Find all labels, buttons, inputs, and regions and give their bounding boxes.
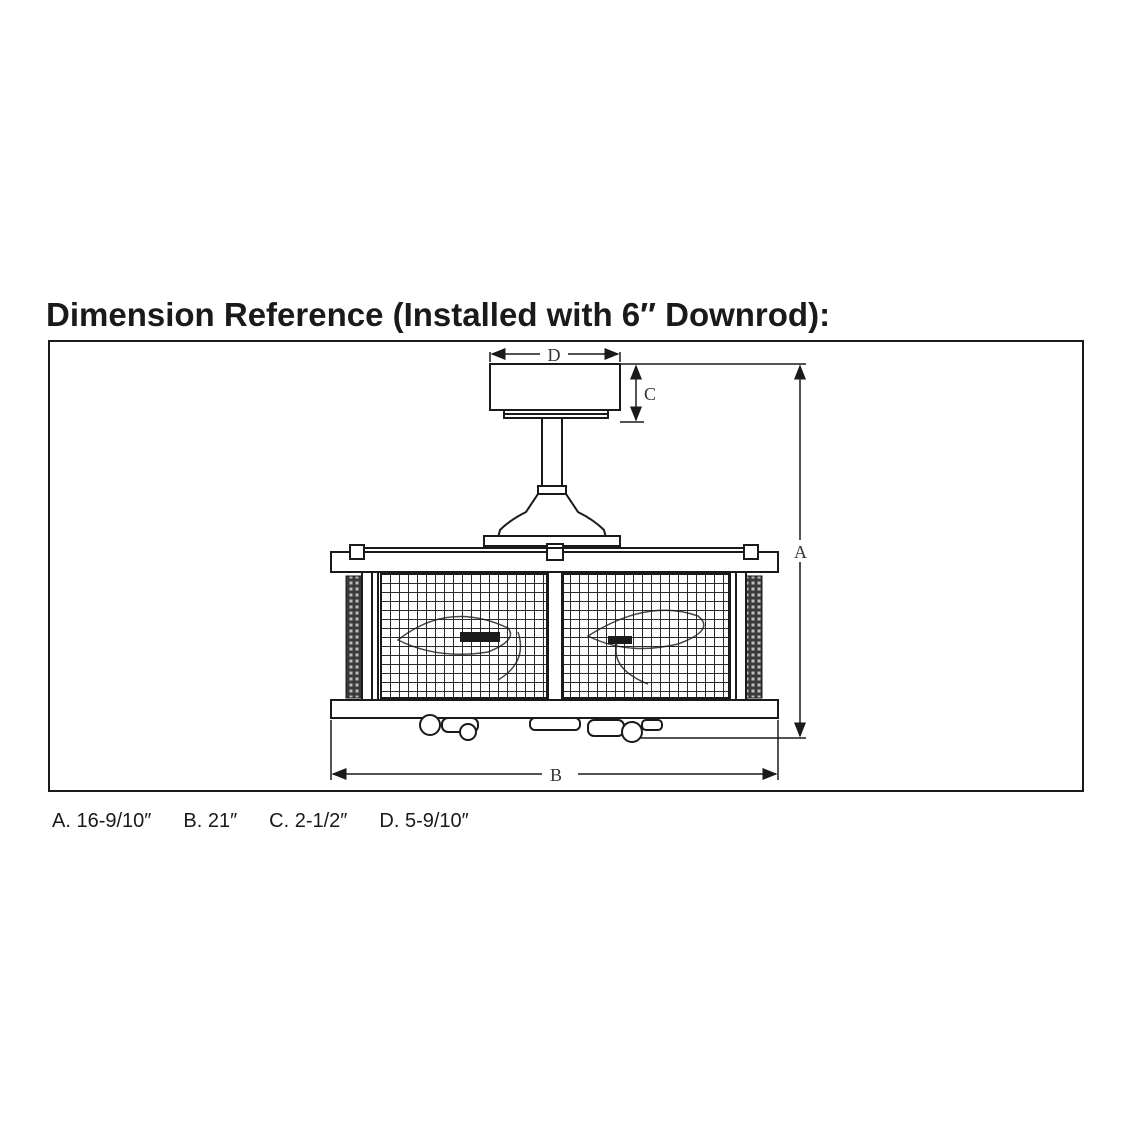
top-rim (330, 543, 779, 573)
motor-housing (496, 493, 608, 539)
mesh-panel-right (562, 573, 730, 699)
fan-dimension-diagram: D C A B (48, 340, 1084, 792)
canopy (489, 363, 621, 419)
legend-item-c: C. 2-1/2″ (269, 810, 348, 832)
dimension-b (330, 720, 779, 780)
dimension-d-label: D (548, 345, 561, 365)
legend-item-d: D. 5-9/10″ (379, 810, 469, 832)
page-title: Dimension Reference (Installed with 6″ D… (46, 296, 831, 333)
diagram-frame: D C A B (48, 340, 1084, 792)
side-mesh-right (745, 575, 763, 699)
cage-posts (361, 571, 747, 703)
side-mesh-left (345, 575, 363, 699)
dimension-c (620, 363, 806, 423)
bottom-rim (330, 699, 779, 719)
downrod (537, 417, 567, 495)
legend-item-a: A. 16-9/10″ (52, 810, 152, 832)
blade-hubs (460, 632, 632, 644)
dimension-legend: A. 16-9/10″ B. 21″ C. 2-1/2″ D. 5-9/10″ (52, 810, 501, 833)
light-fixtures (419, 714, 663, 743)
blades (396, 609, 705, 685)
dimension-a-label: A (794, 542, 807, 562)
legend-item-b: B. 21″ (183, 810, 238, 832)
dimension-d (489, 348, 621, 362)
dimension-c-label: C (644, 384, 656, 404)
dimension-b-label: B (550, 765, 562, 785)
